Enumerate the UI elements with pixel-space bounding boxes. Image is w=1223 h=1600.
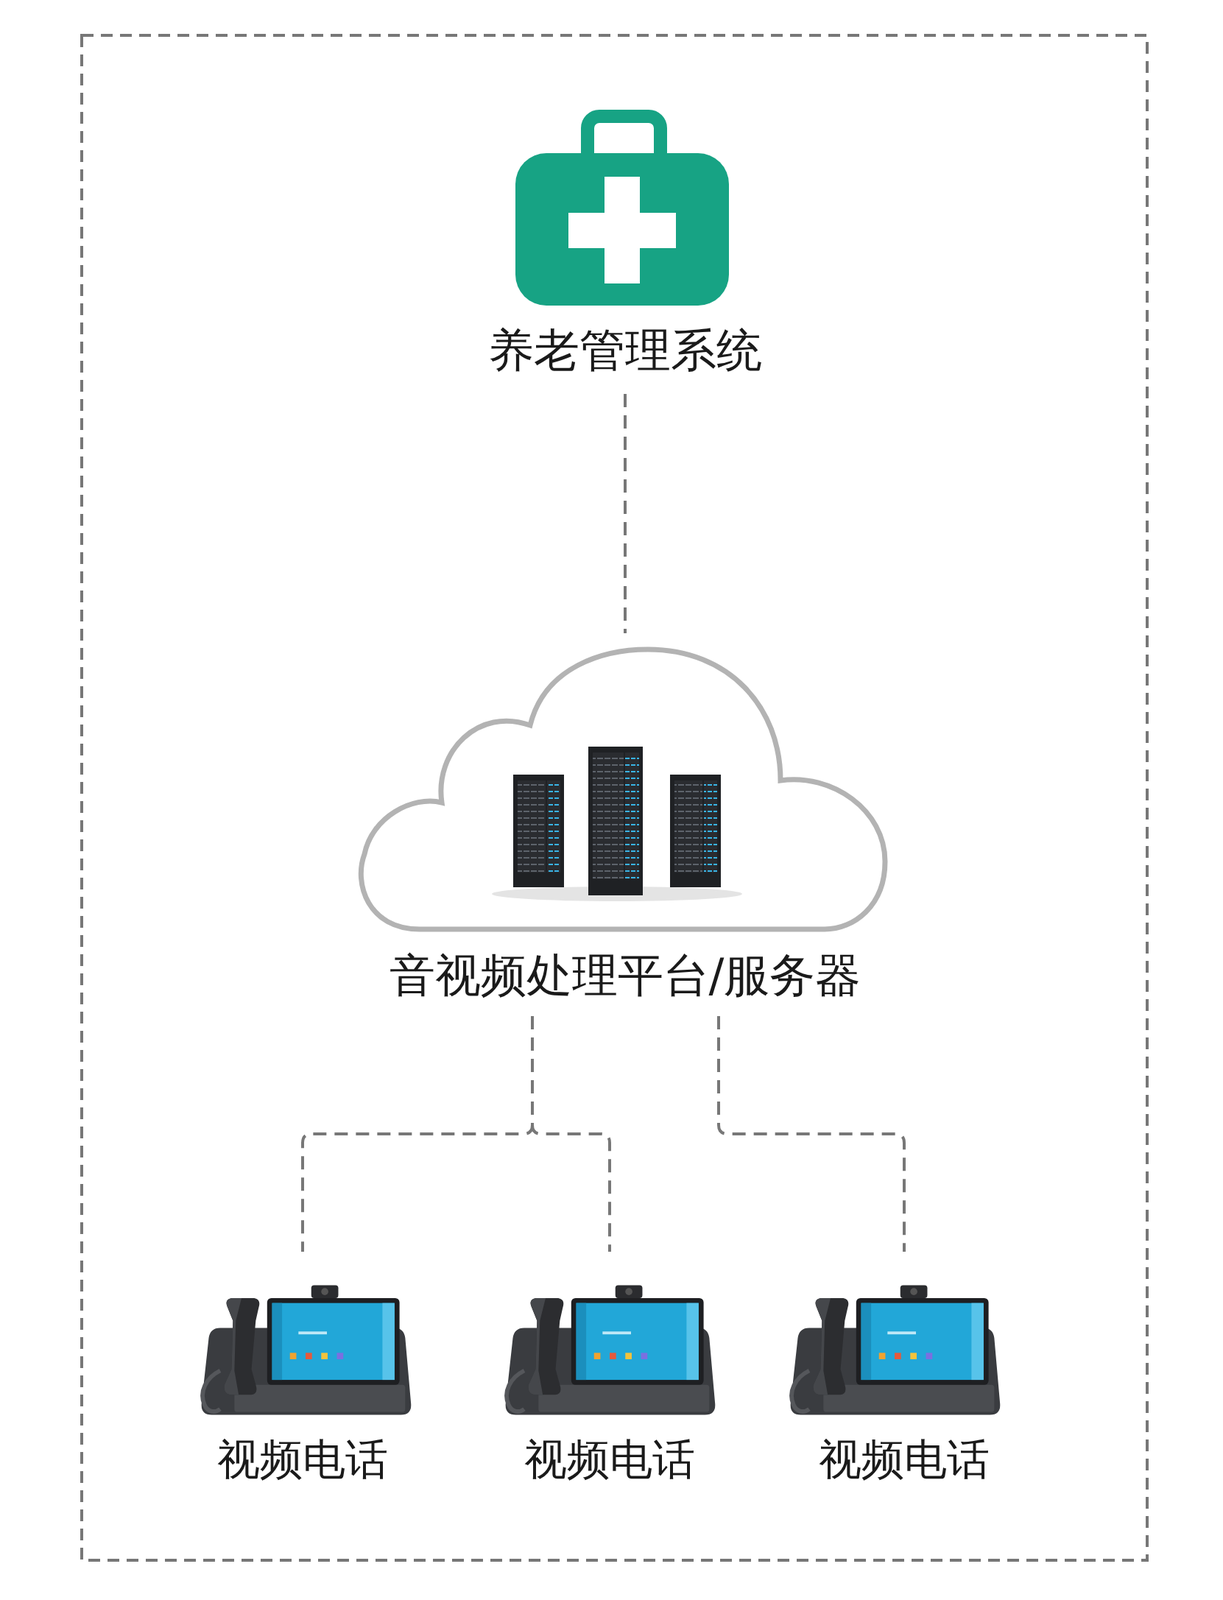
server-racks — [491, 746, 743, 902]
video-phone-picture — [790, 1285, 1001, 1416]
platform-node: 音视频处理平台/服务器 — [345, 633, 905, 1017]
node-label: 音视频处理平台/服务器 — [389, 948, 862, 1003]
dashed-connector — [532, 1016, 610, 1252]
cloud-outline — [360, 649, 886, 930]
medical-kit-icon — [515, 116, 729, 306]
system-node: 养老管理系统 — [448, 103, 802, 394]
dashed-connector — [623, 393, 627, 634]
node-label: 视频电话 — [818, 1434, 990, 1486]
video-phone-picture — [505, 1285, 716, 1416]
video-phone-picture — [201, 1285, 412, 1416]
outer-border — [81, 35, 1148, 1561]
phone-node: 视频电话 — [181, 1251, 425, 1495]
node-label: 养老管理系统 — [488, 323, 763, 378]
phone-node: 视频电话 — [782, 1251, 1026, 1495]
dashed-connector — [718, 1016, 905, 1252]
phone-node: 视频电话 — [488, 1251, 732, 1495]
dashed-connector — [302, 1016, 533, 1252]
node-label: 视频电话 — [217, 1434, 389, 1486]
node-label: 视频电话 — [524, 1434, 696, 1486]
